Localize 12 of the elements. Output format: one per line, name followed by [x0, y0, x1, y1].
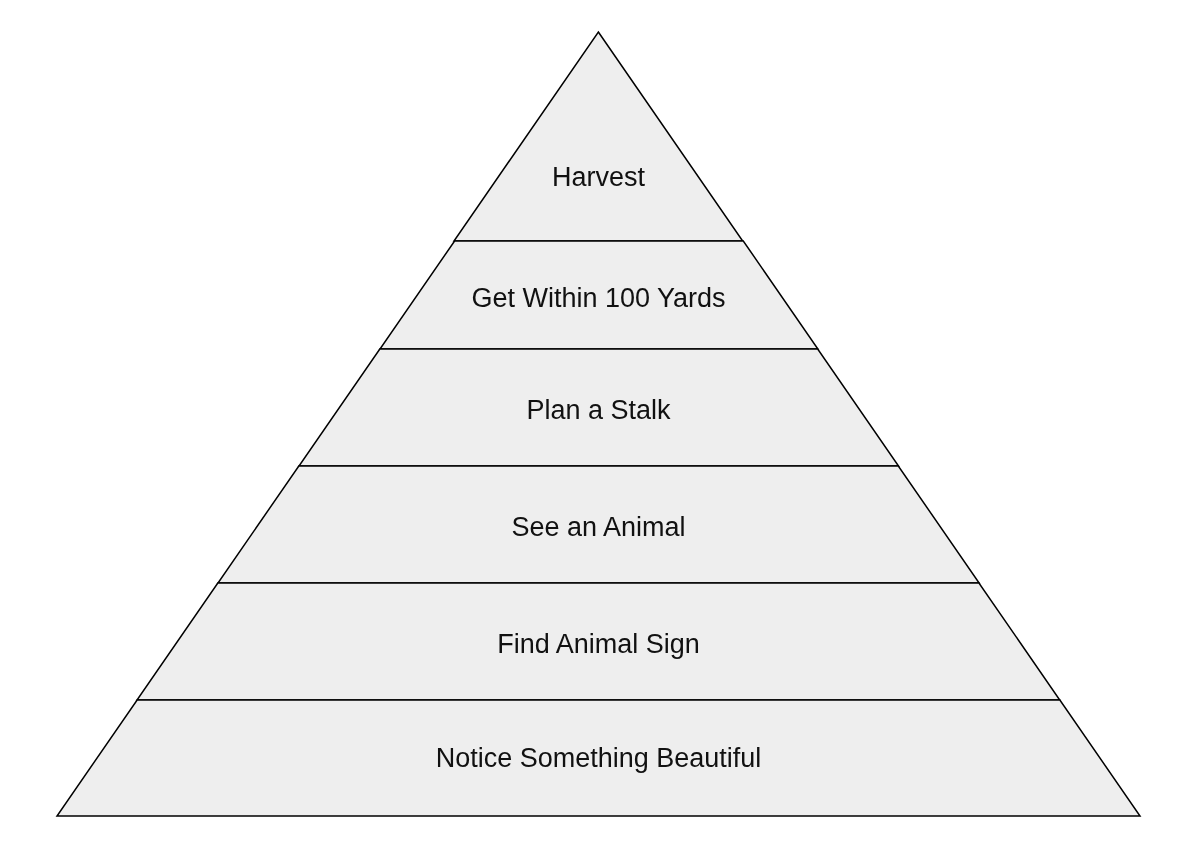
tier-label: Plan a Stalk [525, 394, 672, 426]
pyramid-tier [137, 583, 1060, 700]
tier-label: Harvest [550, 161, 646, 193]
pyramid-tier [57, 700, 1140, 816]
tier-label: See an Animal [510, 511, 687, 543]
tier-label: Get Within 100 Yards [470, 282, 727, 314]
pyramid-tier [379, 241, 818, 349]
tier-label: Find Animal Sign [496, 628, 701, 660]
pyramid-tier [298, 349, 899, 466]
pyramid-top-tier [454, 32, 743, 241]
pyramid-tier [217, 466, 980, 583]
tier-label: Notice Something Beautiful [434, 742, 763, 774]
